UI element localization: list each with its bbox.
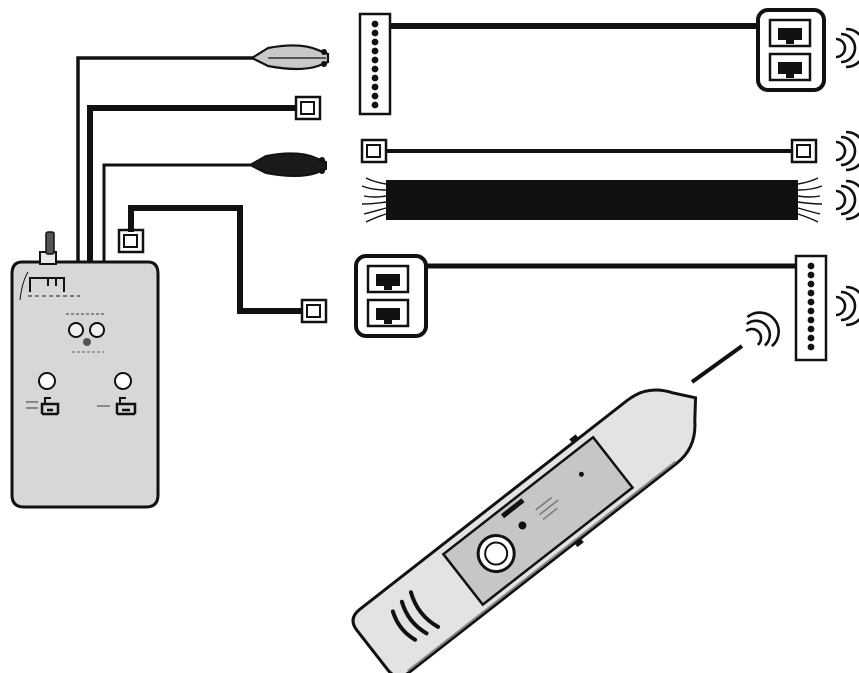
push-button-icon[interactable]: [578, 471, 585, 478]
punch-down-block-icon: [794, 254, 828, 362]
modular-plug-icon[interactable]: [360, 138, 388, 164]
speaker-grille-icon: [390, 590, 441, 642]
toggle-switch-icon[interactable]: [39, 231, 57, 265]
status-led-cluster-icon: [66, 313, 105, 353]
alligator-clip-icon[interactable]: [247, 152, 327, 177]
modular-plug-icon[interactable]: [117, 228, 145, 254]
right-port-icon[interactable]: [97, 372, 137, 416]
signal-wave-icon: [738, 303, 788, 354]
signal-wave-icon: [834, 179, 859, 221]
signal-wave-icon: [834, 130, 859, 172]
signal-wave-icon: [834, 27, 859, 69]
alligator-clip-icon[interactable]: [249, 44, 330, 71]
tone-generator: [10, 231, 160, 509]
punch-down-block-icon: [358, 12, 392, 116]
left-port-icon[interactable]: [26, 372, 60, 416]
modular-plug-icon[interactable]: [294, 95, 322, 121]
lead-wire-3: [102, 163, 252, 262]
modular-plug-icon[interactable]: [300, 298, 328, 324]
lead-wire-4: [128, 205, 302, 314]
signal-wave-icon: [834, 285, 859, 327]
mode-symbol-icon: [28, 277, 80, 297]
lead-wire-1: [76, 56, 255, 262]
bundle-cable-icon: [361, 177, 823, 223]
slider-track-icon[interactable]: [501, 498, 525, 519]
volume-wheel-icon[interactable]: [471, 528, 522, 579]
wall-jack-icon: [354, 254, 428, 338]
indicator-led-icon: [518, 521, 527, 530]
wall-jack-icon: [756, 8, 826, 92]
modular-plug-icon[interactable]: [790, 138, 818, 164]
lead-wire-2: [87, 105, 296, 262]
tone-probe: [351, 303, 788, 673]
